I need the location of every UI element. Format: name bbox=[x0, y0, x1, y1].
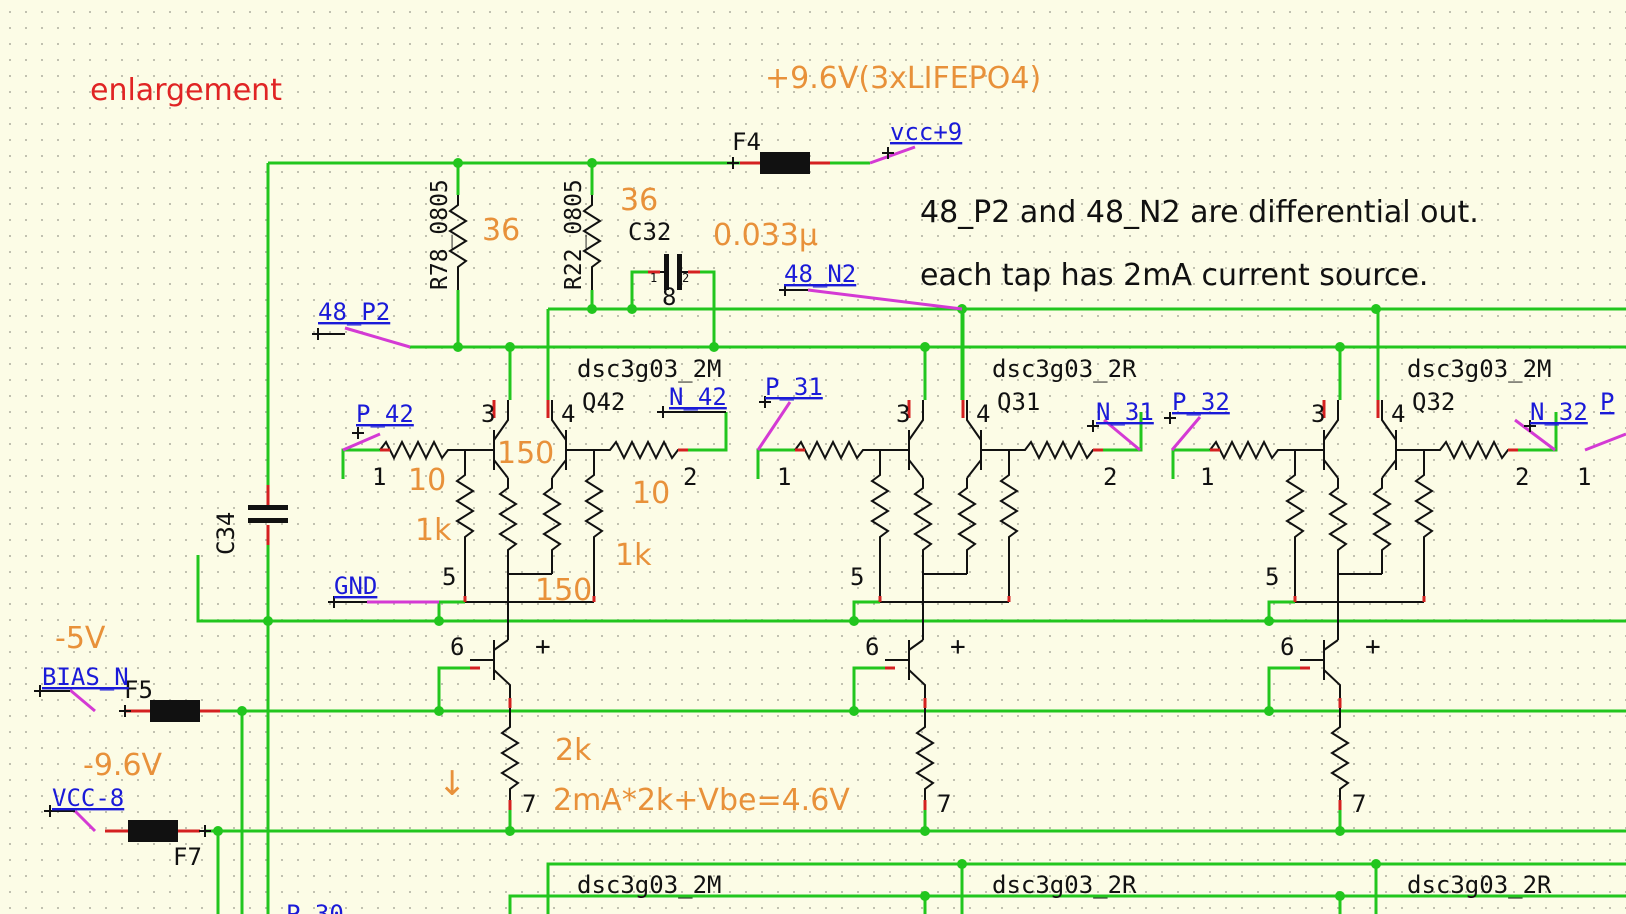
wire-network bbox=[196, 161, 1626, 914]
capacitor-c34 bbox=[248, 485, 288, 545]
fuse-f5 bbox=[125, 700, 220, 722]
refdes-c32-pin8: 8 bbox=[662, 283, 676, 311]
annotation-note-2: each tap has 2mA current source. bbox=[920, 258, 1428, 293]
pin-c32-1: 1 bbox=[650, 271, 657, 285]
svg-text:4: 4 bbox=[561, 400, 575, 428]
svg-text:5: 5 bbox=[442, 563, 456, 591]
svg-text:+: + bbox=[1365, 632, 1381, 662]
svg-text:5: 5 bbox=[850, 563, 864, 591]
value-r10-right: 10 bbox=[632, 476, 670, 511]
netlabel-vcc-8: VCC-8 bbox=[52, 784, 124, 812]
svg-text:3: 3 bbox=[896, 400, 910, 428]
svg-text:4: 4 bbox=[1391, 400, 1405, 428]
refdes-q32: Q32 bbox=[1412, 388, 1455, 416]
value-r150-bottom: 150 bbox=[535, 573, 592, 608]
netlabel-48-p2: 48_P2 bbox=[318, 298, 390, 326]
netlabel-bias-n: BIAS_N bbox=[42, 663, 129, 691]
annotation-supply: +9.6V(3xLIFEPO4) bbox=[765, 61, 1041, 96]
svg-text:7: 7 bbox=[937, 790, 951, 818]
net-stubs bbox=[34, 145, 1626, 837]
bus-lower2 bbox=[508, 894, 1626, 914]
svg-text:7: 7 bbox=[1352, 790, 1366, 818]
fuse-f7 bbox=[105, 820, 200, 842]
netlabel-48-n2: 48_N2 bbox=[784, 260, 856, 288]
netlabel-p-cut: P bbox=[1600, 388, 1614, 416]
svg-text:5: 5 bbox=[1265, 563, 1279, 591]
svg-text:6: 6 bbox=[1280, 633, 1294, 661]
partname-q32: dsc3g03_2M bbox=[1407, 355, 1552, 383]
value-r150-top: 150 bbox=[497, 436, 554, 471]
partname-q31: dsc3g03_2R bbox=[992, 355, 1137, 383]
svg-text:3: 3 bbox=[481, 400, 495, 428]
current-arrow: ↓ bbox=[438, 764, 467, 804]
bus-gnd bbox=[196, 555, 1626, 623]
netlabel-p42: P_42 bbox=[356, 400, 414, 428]
svg-text:+: + bbox=[535, 632, 551, 662]
value-r22: 36 bbox=[620, 183, 658, 218]
pin-numbers-q31: 3 4 1 2 5 6 7 + bbox=[777, 400, 1117, 818]
netlabel-p32: P_32 bbox=[1172, 388, 1230, 416]
netlabel-n31: N_31 bbox=[1096, 398, 1154, 426]
partname-lower-1: dsc3g03_2M bbox=[577, 871, 722, 899]
annotation-neg5v: -5V bbox=[55, 621, 106, 656]
resistor-r22 bbox=[582, 195, 602, 290]
pin-numbers-q32: 3 4 1 2 5 6 7 + 1 bbox=[1200, 400, 1591, 818]
wire-lower-v1 bbox=[960, 864, 1378, 914]
refdes-r78: R78_0805 bbox=[427, 179, 453, 290]
netlabel-bottom-cut: P_30 bbox=[286, 900, 344, 914]
partname-lower-3: dsc3g03_2R bbox=[1407, 871, 1552, 899]
svg-text:2: 2 bbox=[683, 463, 697, 491]
netlabel-n32: N_32 bbox=[1530, 398, 1588, 426]
refdes-f7: F7 bbox=[173, 843, 202, 871]
refdes-q42: Q42 bbox=[582, 388, 625, 416]
refdes-q31: Q31 bbox=[997, 388, 1040, 416]
annotation-enlargement: enlargement bbox=[90, 73, 282, 108]
value-r1k-left: 1k bbox=[415, 513, 452, 548]
svg-text:2: 2 bbox=[1515, 463, 1529, 491]
svg-text:1: 1 bbox=[777, 463, 791, 491]
netlabel-vcc9: vcc+9 bbox=[890, 118, 962, 146]
svg-text:4: 4 bbox=[976, 400, 990, 428]
partname-lower-2: dsc3g03_2R bbox=[992, 871, 1137, 899]
refdes-f4: F4 bbox=[732, 128, 761, 156]
junctions bbox=[213, 158, 1381, 901]
stage-q32 bbox=[1171, 307, 1558, 838]
partname-q42: dsc3g03_2M bbox=[577, 355, 722, 383]
resistor-r78 bbox=[448, 195, 468, 290]
svg-text:6: 6 bbox=[450, 633, 464, 661]
refdes-c34: C34 bbox=[212, 512, 240, 555]
netlabel-n42: N_42 bbox=[669, 383, 727, 411]
netlabel-p31: P_31 bbox=[765, 373, 823, 401]
value-c32: 0.033μ bbox=[713, 218, 818, 253]
refdes-f5: F5 bbox=[124, 676, 153, 704]
value-r1k-right: 1k bbox=[615, 538, 652, 573]
annotation-current-eq: 2mA*2k+Vbe=4.6V bbox=[553, 783, 850, 818]
fuse-f4 bbox=[740, 152, 830, 174]
refdes-r22: R22_0805 bbox=[561, 179, 587, 290]
svg-text:6: 6 bbox=[865, 633, 879, 661]
capacitor-c32 bbox=[648, 254, 700, 290]
svg-text:+: + bbox=[950, 632, 966, 662]
refdes-c32: C32 bbox=[628, 218, 671, 246]
pin-c32-2: 2 bbox=[682, 271, 689, 285]
svg-text:1: 1 bbox=[1200, 463, 1214, 491]
value-r2k: 2k bbox=[555, 733, 592, 768]
svg-text:1: 1 bbox=[372, 463, 386, 491]
svg-text:2: 2 bbox=[1103, 463, 1117, 491]
svg-text:7: 7 bbox=[522, 790, 536, 818]
annotation-neg96v: -9.6V bbox=[83, 748, 163, 783]
pin-numbers-q42: 3 4 1 2 5 6 7 + bbox=[372, 400, 697, 818]
svg-text:3: 3 bbox=[1311, 400, 1325, 428]
value-r10-left: 10 bbox=[408, 463, 446, 498]
wire-cap bbox=[630, 270, 716, 347]
svg-text:1: 1 bbox=[1577, 463, 1591, 491]
annotation-note-1: 48_P2 and 48_N2 are differential out. bbox=[920, 195, 1479, 230]
netlabel-gnd: GND bbox=[334, 572, 377, 600]
value-r78: 36 bbox=[482, 213, 520, 248]
